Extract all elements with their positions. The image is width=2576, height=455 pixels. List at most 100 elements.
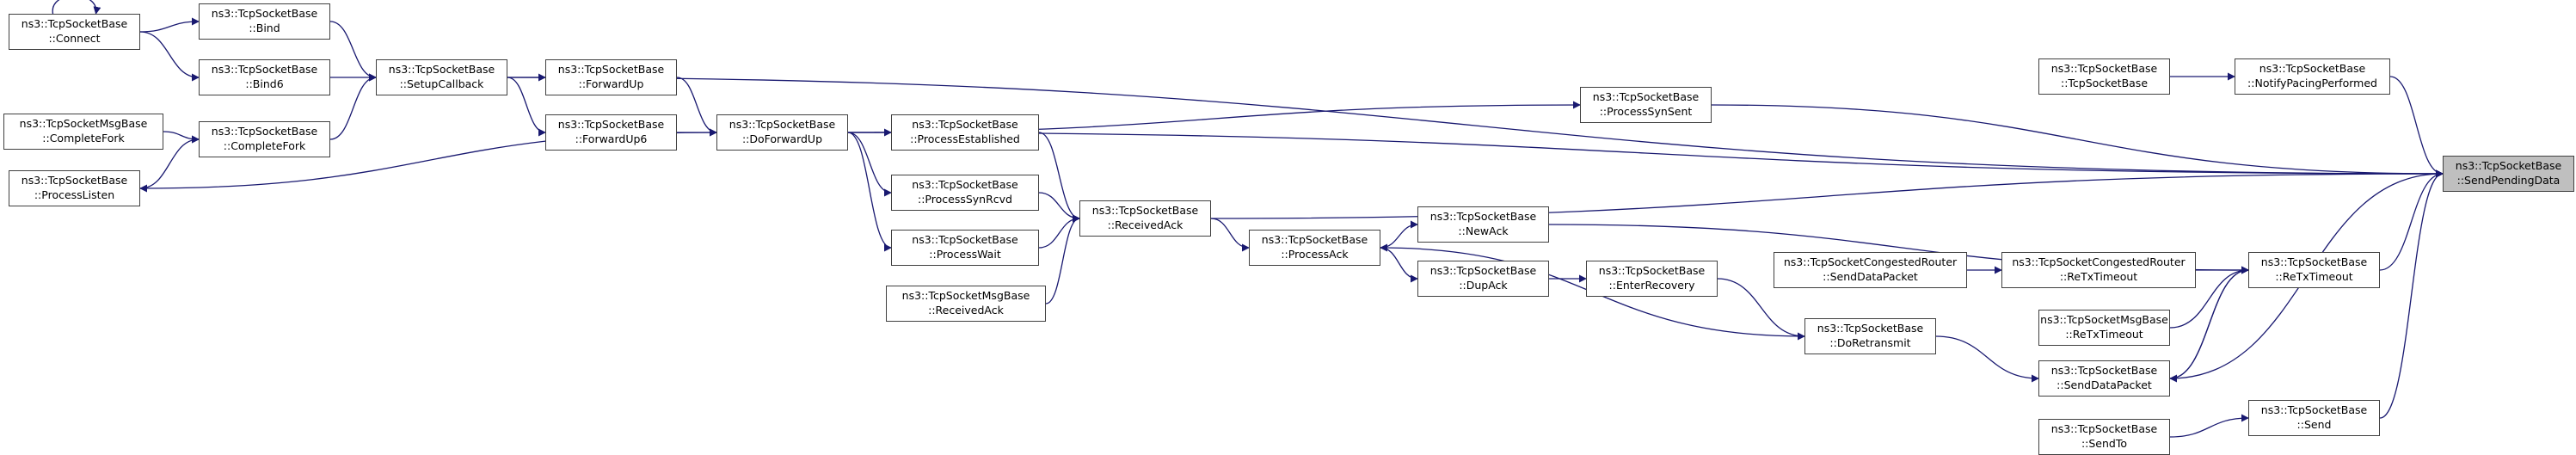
node-method-label: ::ProcessWait xyxy=(929,248,1001,261)
edge-enterrecovery-to-doretransmit xyxy=(1717,278,1805,341)
node-class-label: ns3::TcpSocketBase xyxy=(1592,90,1700,103)
node-class-label: ns3::TcpSocketBase xyxy=(2050,364,2158,377)
node-class-label: ns3::TcpSocketBase xyxy=(2050,62,2158,75)
node-class-label: ns3::TcpSocketBase xyxy=(2260,403,2368,416)
edge-receivedack-to-sendpending xyxy=(1210,169,2444,219)
edge-doforwardup-to-processsynrcvd xyxy=(847,132,892,197)
node-msg-receivedack[interactable]: ns3::TcpSocketMsgBase::ReceivedAck xyxy=(886,286,1046,322)
node-class-label: ns3::TcpSocketBase xyxy=(1261,233,1368,246)
node-retxtimeout[interactable]: ns3::TcpSocketBase::ReTxTimeout xyxy=(2248,252,2380,288)
node-method-label: ::ReceivedAck xyxy=(1107,218,1183,231)
node-send[interactable]: ns3::TcpSocketBase::Send xyxy=(2248,400,2380,436)
node-method-label: ::CompleteFork xyxy=(42,132,125,144)
node-class-label: ns3::TcpSocketBase xyxy=(912,118,1018,131)
node-class-label: ns3::TcpSocketBase xyxy=(1817,322,1924,335)
node-forwardup6[interactable]: ns3::TcpSocketBase::ForwardUp6 xyxy=(545,114,677,151)
node-method-label: ::ReceivedAck xyxy=(928,304,1004,317)
node-msg-retxtimeout[interactable]: ns3::TcpSocketMsgBase::ReTxTimeout xyxy=(2038,310,2170,346)
node-processack[interactable]: ns3::TcpSocketBase::ProcessAck xyxy=(1249,230,1380,266)
node-method-label: ::SendDataPacket xyxy=(1823,270,1918,283)
edge-setupcallback-to-forwardup6 xyxy=(507,77,546,137)
node-senddatapacket[interactable]: ns3::TcpSocketBase::SendDataPacket xyxy=(2038,360,2170,397)
node-class-label: ns3::TcpSocketBase xyxy=(2455,159,2562,172)
edge-send-to-sendpending xyxy=(2379,169,2444,419)
edge-doforwardup-to-processwait xyxy=(847,132,892,252)
node-method-label: ::SendDataPacket xyxy=(2056,378,2152,391)
edge-processsynsent-to-sendpending xyxy=(1711,104,2444,178)
node-method-label: ::SetupCallback xyxy=(399,77,484,90)
node-class-label: ns3::TcpSocketBase xyxy=(729,118,836,131)
node-method-label: ::TcpSocketBase xyxy=(2060,77,2149,89)
node-class-label: ns3::TcpSocketBase xyxy=(211,125,318,138)
node-class-label: ns3::TcpSocketCongestedRouter xyxy=(2012,255,2186,268)
node-bind[interactable]: ns3::TcpSocketBase::Bind xyxy=(199,3,330,40)
node-class-label: ns3::TcpSocketBase xyxy=(211,63,318,76)
node-class-label: ns3::TcpSocketMsgBase xyxy=(901,289,1030,302)
edge-notifypacing-to-sendpending xyxy=(2389,76,2444,178)
node-method-label: ::DupAck xyxy=(1459,279,1508,292)
node-method-label: ::ForwardUp6 xyxy=(575,132,648,145)
node-class-label: ns3::TcpSocketBase xyxy=(2050,422,2158,435)
node-processsynrcvd[interactable]: ns3::TcpSocketBase::ProcessSynRcvd xyxy=(891,175,1039,211)
node-dupack[interactable]: ns3::TcpSocketBase::DupAck xyxy=(1417,261,1549,297)
edge-msg_receivedack-to-receivedack xyxy=(1045,214,1080,304)
node-class-label: ns3::TcpSocketBase xyxy=(388,63,495,76)
node-doforwardup[interactable]: ns3::TcpSocketBase::DoForwardUp xyxy=(716,114,848,151)
node-cong-retxtimeout[interactable]: ns3::TcpSocketCongestedRouter::ReTxTimeo… xyxy=(2001,252,2196,288)
node-method-label: ::ReTxTimeout xyxy=(2059,270,2138,283)
node-sendpending[interactable]: ns3::TcpSocketBase::SendPendingData xyxy=(2443,156,2574,192)
node-msg-completefork[interactable]: ns3::TcpSocketMsgBase::CompleteFork xyxy=(3,114,163,150)
edge-setupcallback-to-sendpending xyxy=(507,77,2444,178)
node-completefork[interactable]: ns3::TcpSocketBase::CompleteFork xyxy=(199,121,330,157)
node-class-label: ns3::TcpSocketBase xyxy=(557,63,665,76)
edge-msg_retxtimeout-to-retxtimeout xyxy=(2169,266,2249,329)
node-processwait[interactable]: ns3::TcpSocketBase::ProcessWait xyxy=(891,230,1039,266)
node-processlisten[interactable]: ns3::TcpSocketBase::ProcessListen xyxy=(9,170,140,206)
node-method-label: ::ProcessSynSent xyxy=(1599,105,1693,118)
node-method-label: ::Send xyxy=(2296,418,2332,431)
node-notifypacing[interactable]: ns3::TcpSocketBase::NotifyPacingPerforme… xyxy=(2235,58,2390,95)
node-method-label: ::ReTxTimeout xyxy=(2275,270,2353,283)
node-class-label: ns3::TcpSocketBase xyxy=(912,178,1018,191)
node-sendto[interactable]: ns3::TcpSocketBase::SendTo xyxy=(2038,419,2170,455)
edge-retxtimeout-to-senddatapacket xyxy=(2169,269,2249,383)
node-doretransmit[interactable]: ns3::TcpSocketBase::DoRetransmit xyxy=(1804,318,1936,354)
node-method-label: ::DoRetransmit xyxy=(1829,336,1911,349)
edge-connect-to-bind xyxy=(139,17,200,33)
node-enterrecovery[interactable]: ns3::TcpSocketBase::EnterRecovery xyxy=(1586,261,1718,297)
node-setupcallback[interactable]: ns3::TcpSocketBase::SetupCallback xyxy=(376,59,507,95)
node-class-label: ns3::TcpSocketBase xyxy=(912,233,1018,246)
node-bind6[interactable]: ns3::TcpSocketBase::Bind6 xyxy=(199,59,330,95)
node-newack[interactable]: ns3::TcpSocketBase::NewAck xyxy=(1417,206,1549,243)
node-processsynsent[interactable]: ns3::TcpSocketBase::ProcessSynSent xyxy=(1580,87,1712,123)
node-class-label: ns3::TcpSocketMsgBase xyxy=(19,117,148,130)
node-class-label: ns3::TcpSocketBase xyxy=(557,118,665,131)
edge-forwardup-to-doforwardup xyxy=(676,77,717,137)
edge-connect-to-connect xyxy=(52,0,101,15)
node-method-label: ::DoForwardUp xyxy=(741,132,823,145)
node-forwardup[interactable]: ns3::TcpSocketBase::ForwardUp xyxy=(545,59,677,95)
edge-completefork-to-setupcallback xyxy=(329,73,377,140)
node-method-label: ::SendTo xyxy=(2081,437,2128,450)
node-method-label: ::ForwardUp xyxy=(578,77,644,90)
node-class-label: ns3::TcpSocketCongestedRouter xyxy=(1783,255,1958,268)
edge-bind-to-setupcallback xyxy=(329,21,377,82)
node-connect[interactable]: ns3::TcpSocketBase::Connect xyxy=(9,14,140,50)
node-class-label: ns3::TcpSocketBase xyxy=(21,17,128,30)
node-processestablished[interactable]: ns3::TcpSocketBase::ProcessEstablished xyxy=(891,114,1039,151)
node-class-label: ns3::TcpSocketBase xyxy=(1091,204,1199,217)
node-cong-senddatapacket[interactable]: ns3::TcpSocketCongestedRouter::SendDataP… xyxy=(1774,252,1967,288)
node-method-label: ::ProcessSynRcvd xyxy=(918,193,1012,206)
edge-processlisten-to-completefork xyxy=(139,135,200,189)
edge-receivedack-to-processack xyxy=(1210,218,1250,252)
node-method-label: ::NotifyPacingPerformed xyxy=(2247,77,2377,89)
node-receivedack[interactable]: ns3::TcpSocketBase::ReceivedAck xyxy=(1079,200,1211,237)
edge-connect-to-bind6 xyxy=(139,31,200,82)
node-ctor[interactable]: ns3::TcpSocketBase::TcpSocketBase xyxy=(2038,58,2170,95)
node-class-label: ns3::TcpSocketBase xyxy=(211,7,318,20)
edge-processack-to-dupack xyxy=(1380,247,1418,283)
node-method-label: ::ProcessListen xyxy=(34,188,115,201)
node-method-label: ::ReTxTimeout xyxy=(2065,328,2143,341)
